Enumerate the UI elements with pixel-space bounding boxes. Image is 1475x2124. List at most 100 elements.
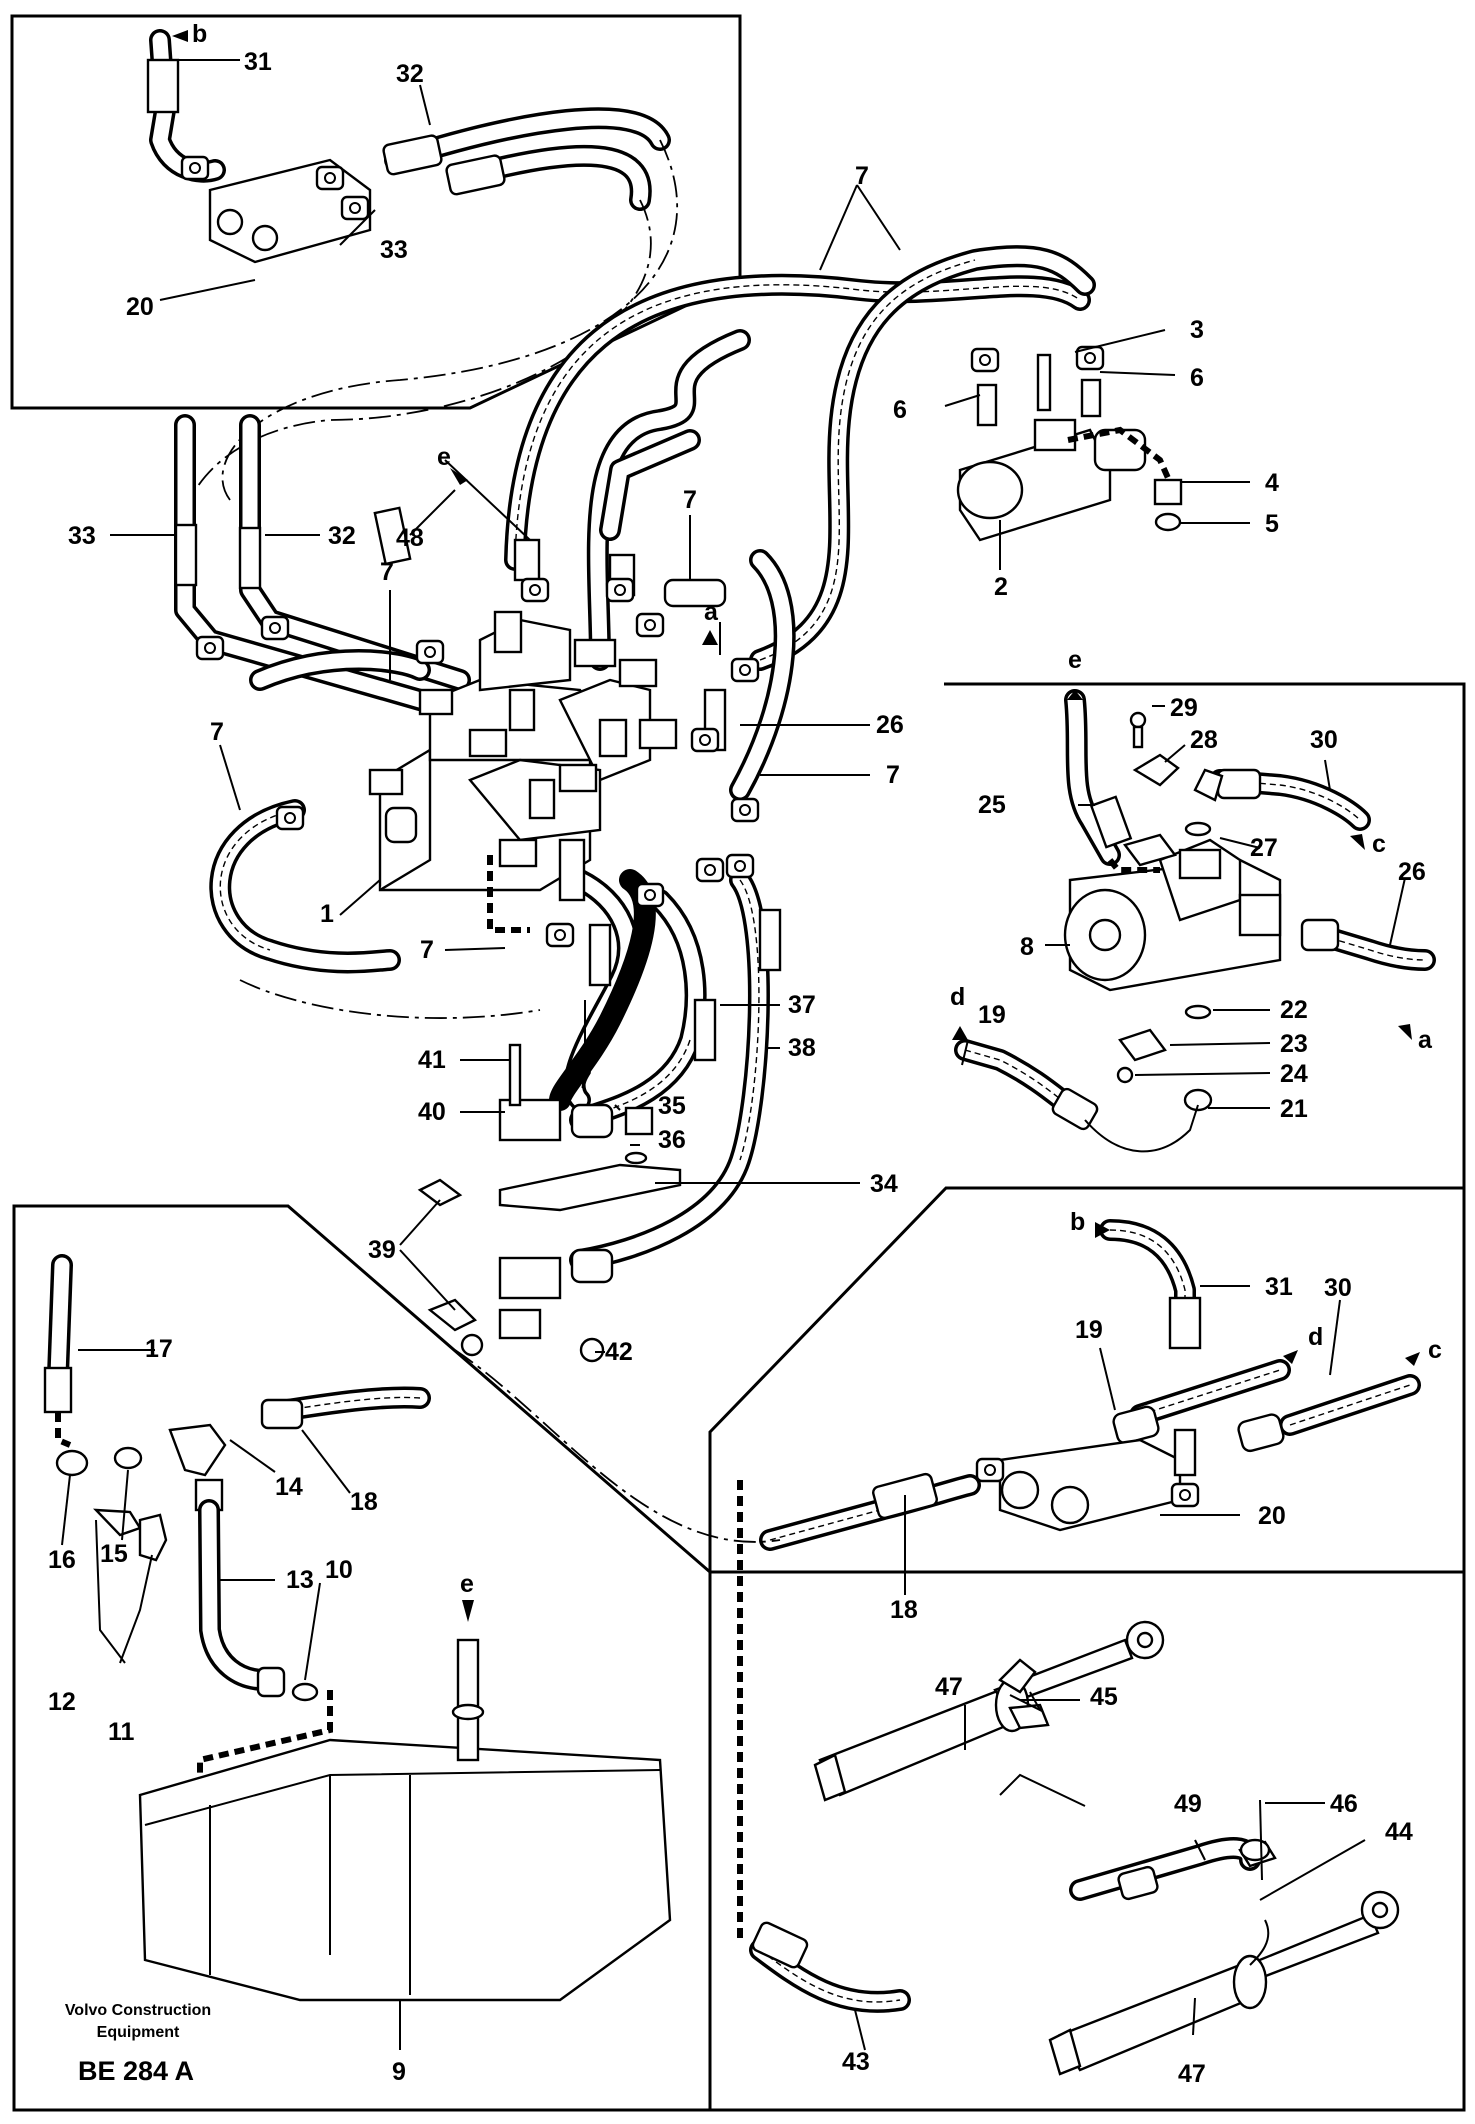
part-label: 35 [658,1092,686,1120]
detail-cylinders [737,1480,1400,2076]
part-label: 37 [788,991,816,1019]
part-label: 45 [1090,1683,1118,1711]
part-label: 4 [1265,469,1279,497]
part-label: 17 [145,1335,173,1363]
part-label: 39 [368,1236,396,1264]
arrow-a-pump-icon [1398,1024,1412,1040]
part-label: 20 [126,293,154,321]
arrow-d-lower-icon [1283,1350,1298,1364]
part-label: 2 [994,573,1008,601]
main-valve-assembly [174,245,1096,1363]
part-label: 1 [320,900,334,928]
ref-letter: b [192,20,207,48]
part-label: 7 [683,486,697,514]
part-label: 30 [1324,1274,1352,1302]
ref-letter: a [1418,1026,1433,1054]
part-label: 29 [1170,694,1198,722]
part-label: 32 [328,522,356,550]
part-label: 46 [1330,1790,1358,1818]
detail-valve-lower [454,1219,1421,1551]
part-label: 44 [1385,1818,1413,1846]
ref-letter: c [1428,1336,1442,1364]
part-label: 10 [325,1556,353,1584]
part-label: 27 [1250,834,1278,862]
detail-tank [43,1254,672,2002]
arrow-e-icon [450,468,468,485]
part-label: 32 [396,60,424,88]
arrow-b-lower-icon [1095,1222,1110,1238]
ref-letter: e [437,443,451,471]
part-label: 42 [605,1338,633,1366]
part-label: 3 [1190,316,1204,344]
part-label: 28 [1190,726,1218,754]
part-label: 14 [275,1473,303,1501]
part-label: 16 [48,1546,76,1574]
part-label: 24 [1280,1060,1308,1088]
part-label: 34 [870,1170,898,1198]
part-label: 12 [48,1688,76,1716]
part-label: 23 [1280,1030,1308,1058]
part-label: 7 [886,761,900,789]
part-label: 6 [1190,364,1204,392]
part-label: 22 [1280,996,1308,1024]
ref-letter: e [460,1570,474,1598]
part-label: 43 [842,2048,870,2076]
part-label: 15 [100,1540,128,1568]
part-label: 8 [1020,933,1034,961]
detail-brake-valve [146,29,678,561]
footer: Volvo Construction Equipment BE 284 A [65,2002,211,2086]
leader-lines [61,59,1406,2051]
reference-arrows: b [172,20,1420,1366]
frame-top-left [10,14,742,410]
part-label: 31 [1265,1273,1293,1301]
brake-cylinder-group [956,345,1183,542]
part-label: 7 [855,162,869,190]
part-label: 30 [1310,726,1338,754]
part-label: 38 [788,1034,816,1062]
publisher-line-2: Equipment [97,2024,180,2041]
part-label: 13 [286,1566,314,1594]
part-label: 21 [1280,1095,1308,1123]
ref-letter: d [950,983,965,1011]
arrow-d-icon [952,1026,968,1040]
part-label: 18 [350,1488,378,1516]
frame-lower-right [708,1186,1466,2112]
part-label: 41 [418,1046,446,1074]
arrow-a-icon [702,630,718,645]
part-labels: 31 32 33 20 7 3 6 6 4 5 2 33 32 48 e 7 7… [48,48,1442,2088]
ref-letter: c [1372,830,1386,858]
part-label: 33 [68,522,96,550]
part-label: 7 [210,718,224,746]
part-label: 9 [392,2058,406,2086]
arrow-b-icon [172,30,188,42]
part-label: 11 [108,1718,135,1746]
part-label: 7 [578,1066,592,1094]
part-label: 26 [1398,858,1426,886]
publisher-line-1: Volvo Construction [65,2002,211,2019]
part-label: 6 [893,396,907,424]
pump-assembly [954,689,1436,1153]
part-label: 19 [1075,1316,1103,1344]
part-label: 20 [1258,1502,1286,1530]
ref-letter: d [1308,1323,1323,1351]
part-label: 7 [420,936,434,964]
arrow-c-icon [1350,834,1365,850]
part-label: 31 [244,48,272,76]
part-label: 7 [380,558,394,586]
arrow-e-pump-icon [1067,690,1083,700]
ref-letter: b [1070,1208,1085,1236]
part-label: 18 [890,1596,918,1624]
part-label: 5 [1265,510,1279,538]
part-label: 49 [1174,1790,1202,1818]
arrow-c-lower-icon [1405,1352,1420,1366]
part-label: 47 [1178,2060,1206,2088]
part-label: 33 [380,236,408,264]
part-label: 26 [876,711,904,739]
part-label: 36 [658,1126,686,1154]
detail-frames [10,14,1466,2112]
ref-letter: e [1068,646,1082,674]
part-label: 25 [978,791,1006,819]
part-label: 40 [418,1098,446,1126]
part-label: 47 [935,1673,963,1701]
